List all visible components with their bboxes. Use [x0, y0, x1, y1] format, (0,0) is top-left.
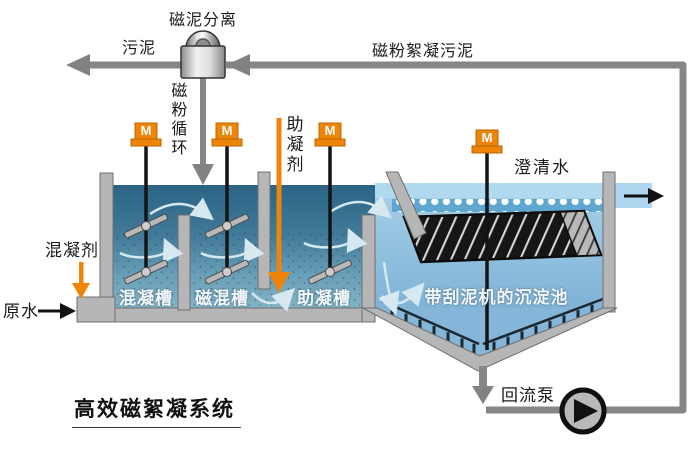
effluent-trough-dots — [392, 199, 604, 212]
settler-inlet-wall — [385, 171, 427, 240]
recycle-down-arrowhead — [192, 164, 214, 185]
label-return-pump: 回流泵 — [501, 386, 555, 405]
label-magnetic-floc-sludge: 磁粉絮凝污泥 — [371, 43, 474, 60]
raw-water-inlet-box — [76, 296, 116, 323]
motors — [130, 122, 503, 154]
label-coagulant: 混凝剂 — [45, 241, 99, 260]
label-coagulant-aid: 助凝剂 — [283, 115, 303, 175]
motor-4 — [471, 129, 503, 154]
label-magnetic-mixing-tank: 磁混槽 — [195, 289, 249, 308]
motor-1-letter: M — [140, 123, 152, 138]
label-magnetic-separation: 磁泥分离 — [168, 12, 237, 29]
motor-3 — [314, 122, 346, 147]
motor-1 — [130, 122, 162, 147]
label-coagulation-tank: 混凝槽 — [119, 289, 173, 308]
mixing-tank-bottom — [99, 307, 376, 323]
motor-2 — [211, 122, 243, 147]
impellers — [124, 213, 352, 285]
dosing-arrows — [72, 118, 290, 299]
drain-down-arrowhead — [472, 386, 494, 404]
sludge-arrowhead — [66, 54, 90, 76]
label-clarified-water: 澄清水 — [514, 158, 571, 177]
mixer-shafts — [144, 145, 489, 350]
label-flocculation-aid-tank: 助凝槽 — [297, 289, 351, 308]
raw-water-arrowhead — [60, 303, 76, 319]
clarified-water-arrowhead — [648, 188, 664, 204]
return-pump — [559, 387, 607, 435]
motor-4-letter: M — [481, 130, 493, 145]
lamella-plate-pack — [402, 209, 603, 264]
label-raw-water: 原水 — [3, 302, 39, 321]
label-settling-tank: 带刮泥机的沉淀池 — [424, 288, 569, 307]
settling-tank-right-wall — [602, 171, 616, 313]
flow-arrows — [119, 195, 425, 316]
label-magnetic-powder-recycle: 磁粉循环 — [168, 82, 186, 158]
coagulant-feed-line — [79, 262, 84, 285]
diagram-title: 高效磁絮凝系统 — [72, 398, 241, 429]
motor-2-letter: M — [221, 123, 233, 138]
motor-3-letter: M — [324, 123, 336, 138]
to-separator-arrowhead — [226, 54, 250, 76]
black-arrows — [38, 188, 664, 319]
label-sludge: 污泥 — [121, 40, 156, 57]
pipe-arrowheads — [66, 54, 494, 404]
magnetic-separator — [180, 30, 226, 79]
baffle-2 — [257, 171, 271, 290]
coagulant-aid-feed-line — [276, 118, 282, 274]
